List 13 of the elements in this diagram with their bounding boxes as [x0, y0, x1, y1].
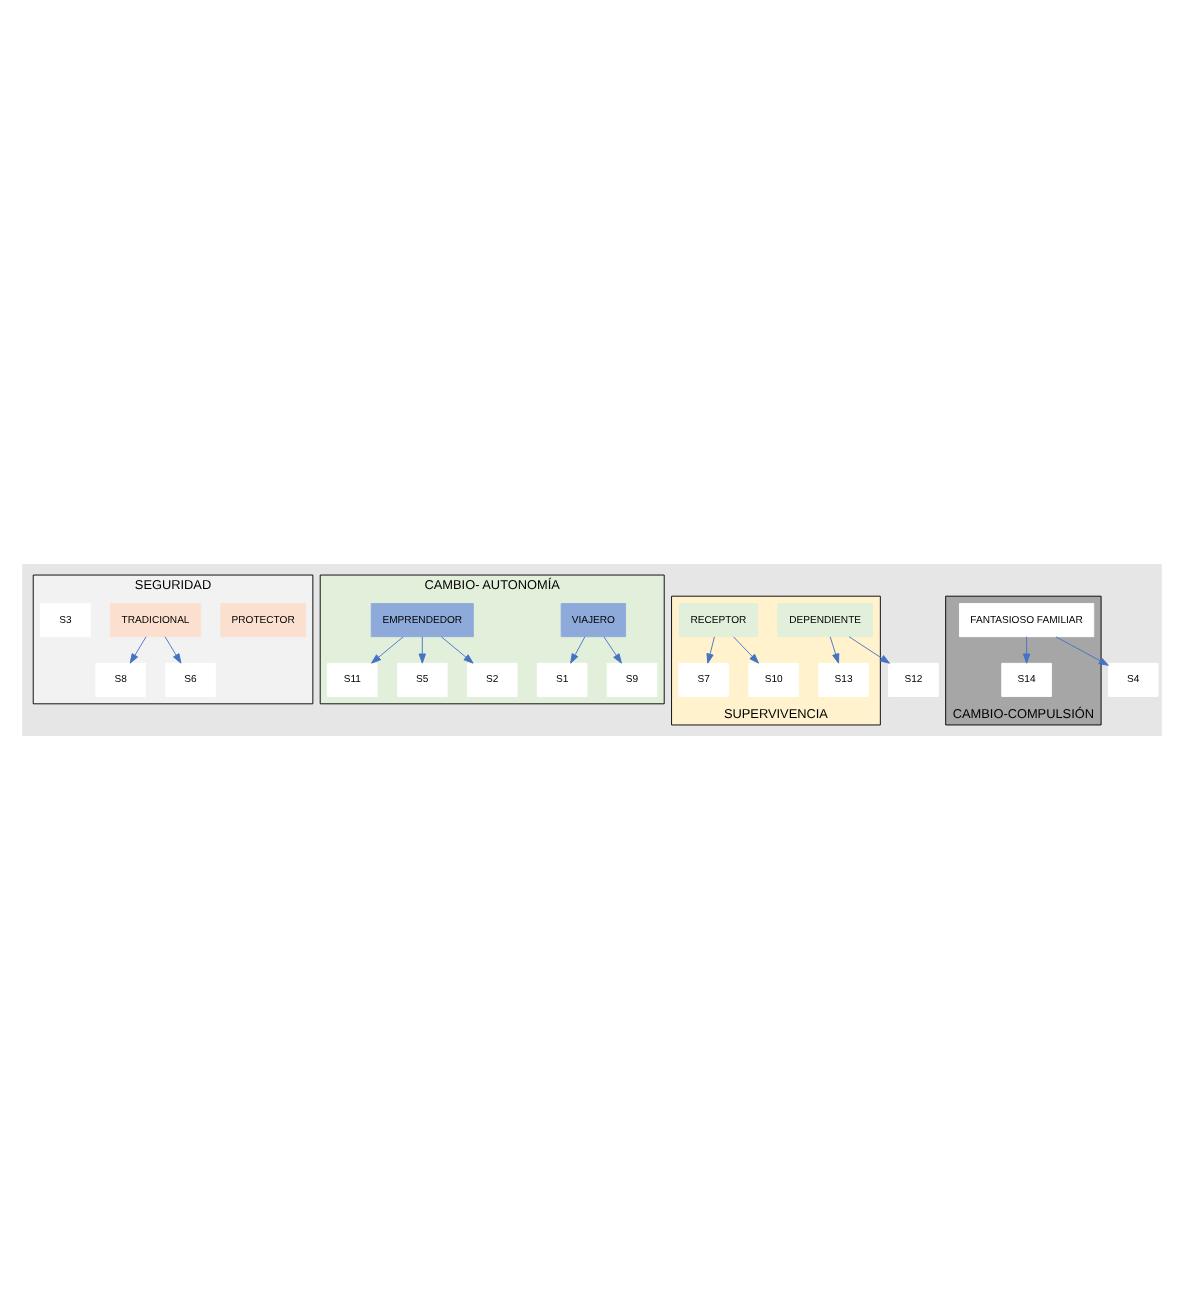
arrow — [829, 636, 840, 664]
arrow — [570, 636, 586, 664]
arrow — [371, 636, 404, 664]
arrow — [164, 636, 182, 664]
arrow — [440, 636, 474, 664]
arrow — [733, 636, 760, 664]
arrow — [129, 636, 147, 664]
arrow — [1055, 636, 1109, 666]
arrow — [418, 636, 426, 664]
arrow — [848, 636, 890, 664]
arrow — [706, 636, 715, 664]
arrow — [603, 636, 622, 664]
arrow — [1022, 636, 1031, 664]
